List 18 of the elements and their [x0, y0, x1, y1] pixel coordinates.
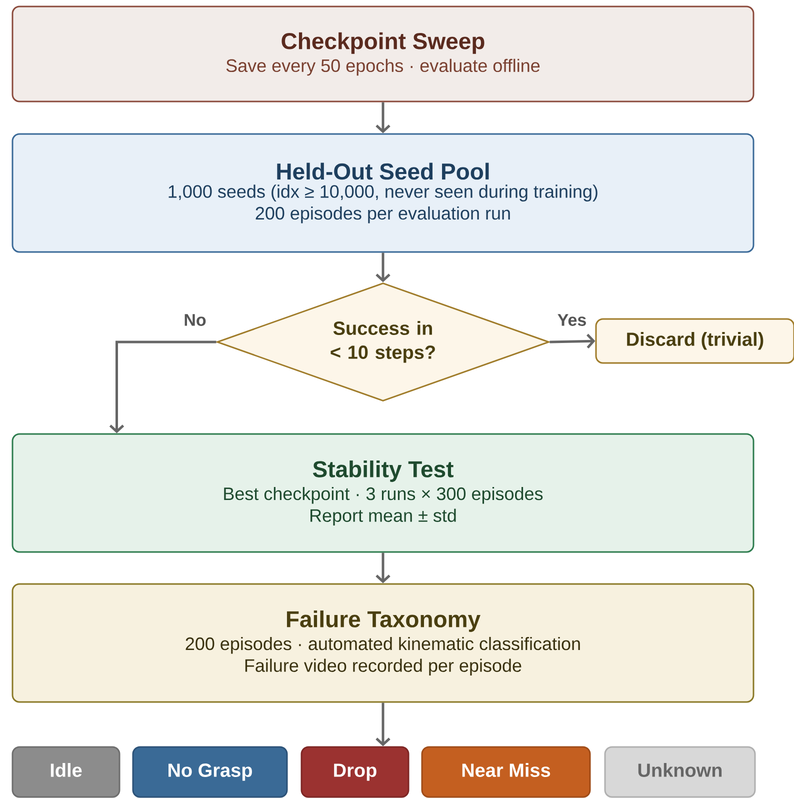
category-box: Drop [300, 746, 410, 798]
category-box: No Grasp [132, 746, 288, 798]
process-box: Held-Out Seed Pool 1,000 seeds (idx ≥ 10,000, never seen during training) 200 episodes per evaluation run [12, 133, 754, 253]
arrow [109, 340, 216, 434]
process-box: Checkpoint Sweep Save every 50 epochs · evaluate offline [12, 6, 754, 102]
category-box: Idle [12, 746, 120, 798]
process-box: Failure Taxonomy 200 episodes · automated kinematic classification Failure video recorded per episode [12, 583, 754, 703]
process-box: Stability Test Best checkpoint · 3 runs × 300 episodes Report mean ± std [12, 433, 754, 553]
arrow [376, 702, 390, 746]
edge-label: No [182, 313, 208, 327]
edge-label: Yes [556, 313, 588, 327]
category-box: Near Miss [421, 746, 591, 798]
category-box: Unknown [604, 746, 756, 798]
process-box: Discard (trivial) [595, 318, 794, 364]
arrow [376, 552, 390, 584]
arrow [550, 334, 596, 348]
arrow [376, 252, 390, 282]
arrow [376, 102, 390, 134]
